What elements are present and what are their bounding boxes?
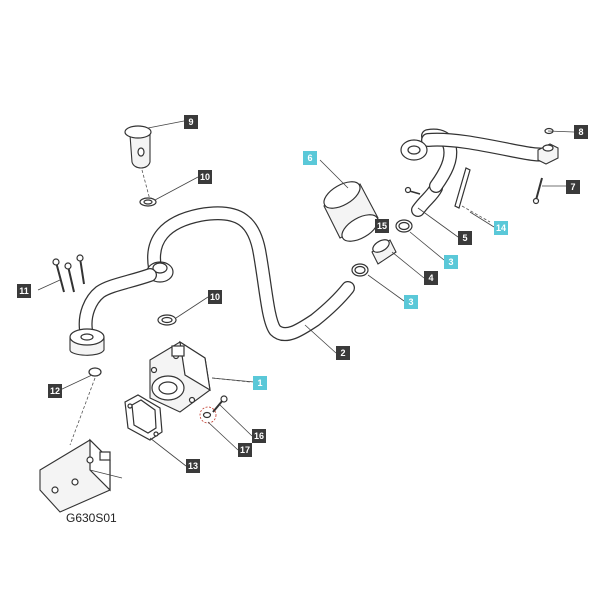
fitting-15 (404, 186, 421, 195)
callout-13[interactable]: 13 (186, 459, 200, 473)
callout-10-top[interactable]: 10 (198, 170, 212, 184)
hose-4 (371, 239, 397, 265)
return-pipe (421, 128, 555, 193)
hydraulic-pump (149, 340, 211, 413)
callout-1[interactable]: 1 (253, 376, 267, 390)
main-pipe (147, 206, 355, 342)
callout-2[interactable]: 2 (336, 346, 350, 360)
hose-clamp-3-upper (395, 219, 413, 233)
callout-4[interactable]: 4 (424, 271, 438, 285)
callout-10-lower[interactable]: 10 (208, 290, 222, 304)
bracket-14 (454, 167, 491, 223)
callout-6[interactable]: 6 (303, 151, 317, 165)
filter-6 (323, 181, 379, 242)
bolts-set (52, 254, 85, 293)
alignment-line-left (69, 377, 96, 446)
callout-16[interactable]: 16 (252, 429, 266, 443)
callout-14[interactable]: 14 (494, 221, 508, 235)
alignment-line-top (141, 169, 151, 201)
washer-10-lower (157, 314, 177, 326)
callout-15[interactable]: 15 (375, 219, 389, 233)
gasket-13 (124, 394, 163, 441)
end-block (537, 143, 559, 165)
bolt-7 (532, 177, 543, 205)
callout-3-lower[interactable]: 3 (404, 295, 418, 309)
screw-16 (212, 395, 228, 413)
callout-3-upper[interactable]: 3 (444, 255, 458, 269)
callout-11[interactable]: 11 (17, 284, 31, 298)
top-fitting-9 (124, 125, 152, 169)
washer-10-top (139, 197, 157, 207)
banjo-fitting (400, 139, 428, 161)
gear-pump-lower (39, 438, 111, 513)
hose-clamp-3-lower (351, 263, 369, 277)
o-ring-12 (88, 367, 102, 377)
callout-9[interactable]: 9 (184, 115, 198, 129)
callout-12[interactable]: 12 (48, 384, 62, 398)
washer-17 (199, 406, 217, 424)
callout-17[interactable]: 17 (238, 443, 252, 457)
leader-lines (37, 120, 575, 479)
flange-block (69, 328, 105, 356)
callout-8[interactable]: 8 (574, 125, 588, 139)
suction-pipe (78, 268, 157, 337)
callout-5[interactable]: 5 (458, 231, 472, 245)
callout-7[interactable]: 7 (566, 180, 580, 194)
drawing-code: G630S01 (66, 511, 117, 525)
